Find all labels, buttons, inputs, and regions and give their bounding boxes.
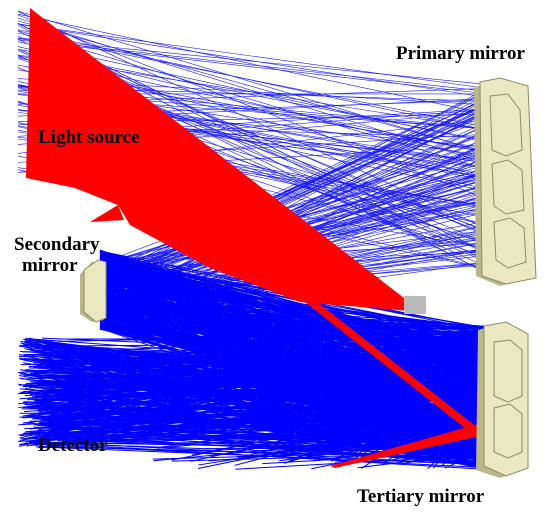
reflected-beam-to-tertiary [300,298,478,432]
primary-mirror [474,77,537,286]
light-source-beam [26,8,422,312]
beam-tail [90,205,124,222]
mount-bar [404,296,426,314]
tertiary-mirror-label: Tertiary mirror [357,486,485,507]
secondary-mirror [80,259,107,323]
detector-label: Detector [38,435,108,456]
tertiary-mirror [476,321,529,478]
secondary-mirror-label-line2: mirror [22,255,78,276]
light-source-label: Light source [38,127,140,148]
secondary-mirror-label-line1: Secondary [14,234,100,255]
reflected-beam-to-detector [330,424,480,468]
primary-mirror-label: Primary mirror [396,43,525,64]
